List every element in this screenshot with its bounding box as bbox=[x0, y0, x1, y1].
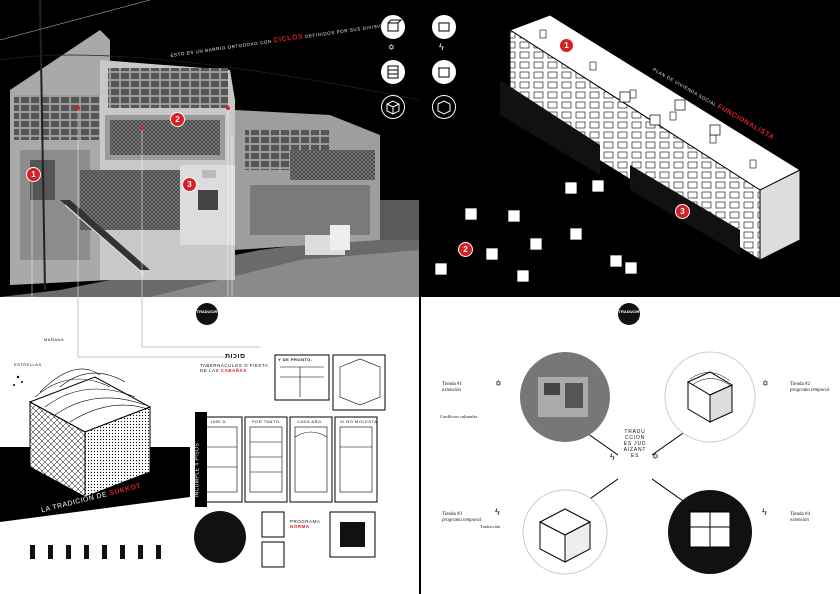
isometric-building bbox=[434, 14, 802, 283]
vertical-label: INCUMPLE 4 PISOS bbox=[194, 442, 201, 498]
photo-panel: 1 2 3 ESTO ES UN BARRIO ORTODOXO CON CIC… bbox=[0, 0, 420, 297]
building-photo bbox=[0, 0, 420, 297]
panel-label: POR TANTO. bbox=[252, 419, 282, 424]
morning-label: MAÑANA bbox=[44, 337, 65, 342]
translate-badge: TRADUCIR bbox=[196, 303, 218, 325]
tienda-label: Tienda #1 bbox=[442, 382, 462, 387]
lightning-icon: ϟ bbox=[762, 507, 767, 517]
panel-label: Y DE PRONTO. bbox=[278, 357, 313, 362]
star-of-david-icon: ✡ bbox=[495, 379, 502, 388]
isometric-panel: 1 2 3 PLAN DE VIVIENDA SOCIAL FUNCIONALI… bbox=[420, 0, 840, 297]
panel-label: SI NO MOLESTA. bbox=[340, 419, 379, 424]
marker-pin[interactable]: 2 bbox=[458, 242, 473, 257]
sukkot-panel: TRADUCIR סוכות TABERNÁCULOS O FIESTA DE … bbox=[0, 297, 420, 594]
sukkah-icon[interactable] bbox=[432, 60, 456, 84]
center-label: TRADUCCIONES JUDAIZANTES bbox=[623, 429, 647, 459]
tienda-label: Tienda #4 bbox=[790, 512, 810, 517]
marker-pin[interactable]: 2 bbox=[170, 112, 185, 127]
section-title: TABERNÁCULOS O FIESTA DE LAS CABAÑAS bbox=[200, 363, 269, 373]
building-icon[interactable] bbox=[432, 15, 456, 39]
marker-pin[interactable]: 1 bbox=[26, 167, 41, 182]
cube-icon[interactable] bbox=[432, 95, 456, 119]
tienda-sublabel: extensión bbox=[790, 518, 809, 523]
tienda-label: Tienda #3 bbox=[442, 512, 462, 517]
lightning-icon: ϟ bbox=[610, 452, 615, 462]
stars-label: ESTRELLAS bbox=[14, 362, 42, 367]
marker-pin[interactable]: 1 bbox=[559, 38, 574, 53]
tienda-label: Tienda #2 bbox=[790, 382, 810, 387]
star-of-david-icon: ✡ bbox=[652, 452, 659, 461]
marker-pin[interactable]: 3 bbox=[675, 204, 690, 219]
caption-conflicts: Conflictos culturales bbox=[440, 414, 478, 419]
translate-badge: TRADUCIR bbox=[618, 303, 640, 325]
star-of-david-icon: ✡ bbox=[762, 379, 769, 388]
translation-panel: TRADUCIR TRADUCCIONES JUDAIZANTES Tienda… bbox=[420, 297, 840, 594]
tienda-sublabel: extensión bbox=[442, 388, 461, 393]
tienda-sublabel: programa temporal bbox=[790, 388, 830, 393]
sukkot-drawing bbox=[0, 297, 386, 568]
caption-translation: Traducción bbox=[480, 524, 501, 529]
panel-label: CADA AÑO. bbox=[297, 419, 324, 424]
cube-icon[interactable] bbox=[381, 95, 405, 119]
lightning-icon: ϟ bbox=[439, 42, 444, 52]
panel-label: 1980 D. bbox=[210, 419, 228, 424]
translation-diagram bbox=[520, 351, 756, 575]
building-icon[interactable] bbox=[381, 15, 405, 39]
center-divider bbox=[419, 0, 421, 594]
marker-pin[interactable]: 3 bbox=[182, 177, 197, 192]
hebrew-heading: סוכות bbox=[225, 353, 246, 360]
tower-icon[interactable] bbox=[381, 60, 405, 84]
tienda-sublabel: programa temporal bbox=[442, 518, 482, 523]
star-of-david-icon: ✡ bbox=[388, 43, 395, 52]
lightning-icon: ϟ bbox=[495, 507, 500, 517]
program-label: PROGRAMA NORMA bbox=[290, 519, 321, 529]
